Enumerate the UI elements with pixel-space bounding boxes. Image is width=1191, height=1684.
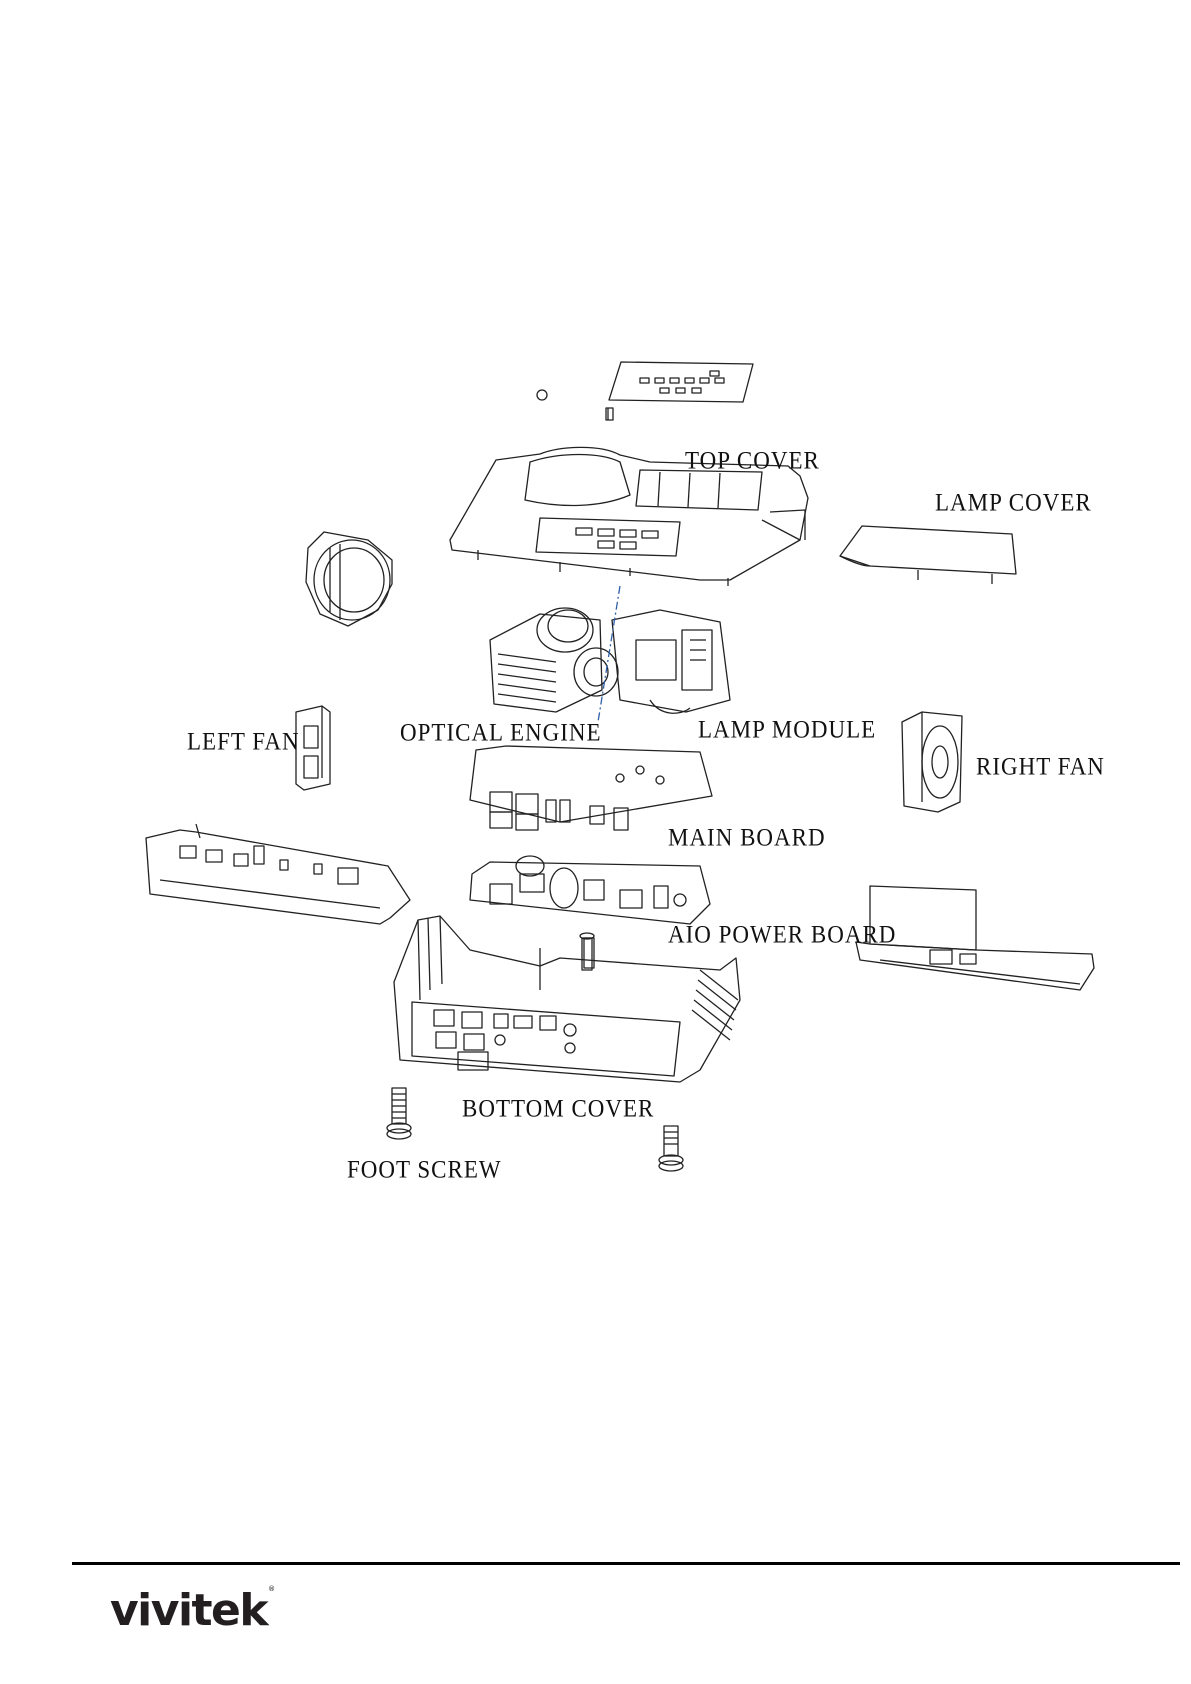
aio-power-board-part: [470, 856, 710, 924]
lamp-module-part: [612, 610, 730, 713]
main-board-part: [470, 746, 712, 830]
logo-registered-mark: ®: [268, 1585, 275, 1593]
lamp-cover-part: [840, 526, 1016, 584]
label-main-board: MAIN BOARD: [668, 824, 826, 852]
keypad-label-part: [609, 362, 753, 402]
top-clip-part: [606, 408, 613, 420]
left-bracket-part: [146, 824, 410, 924]
label-foot-screw: FOOT SCREW: [347, 1156, 502, 1184]
foot-screw-left-part: [387, 1088, 411, 1139]
vivitek-logo: vivitek®: [110, 1585, 275, 1635]
footer-rule: [72, 1562, 1180, 1565]
label-lamp-cover: LAMP COVER: [935, 489, 1092, 517]
label-right-fan: RIGHT FAN: [976, 753, 1105, 781]
label-optical-engine: OPTICAL ENGINE: [400, 719, 602, 747]
label-aio-power-board: AIO POWER BOARD: [668, 921, 896, 949]
right-fan-part: [902, 712, 962, 812]
label-left-fan: LEFT FAN: [187, 728, 300, 756]
label-lamp-module: LAMP MODULE: [698, 716, 876, 744]
optical-engine-part: [490, 608, 618, 712]
lens-ring-part: [306, 532, 392, 626]
center-screw-part: [580, 933, 594, 970]
foot-screw-right-part: [659, 1126, 683, 1171]
label-top-cover: TOP COVER: [685, 447, 820, 475]
left-fan-part: [296, 706, 330, 790]
top-knob-part: [537, 390, 547, 400]
logo-text: vivitek: [110, 1585, 267, 1636]
label-bottom-cover: BOTTOM COVER: [462, 1095, 654, 1123]
